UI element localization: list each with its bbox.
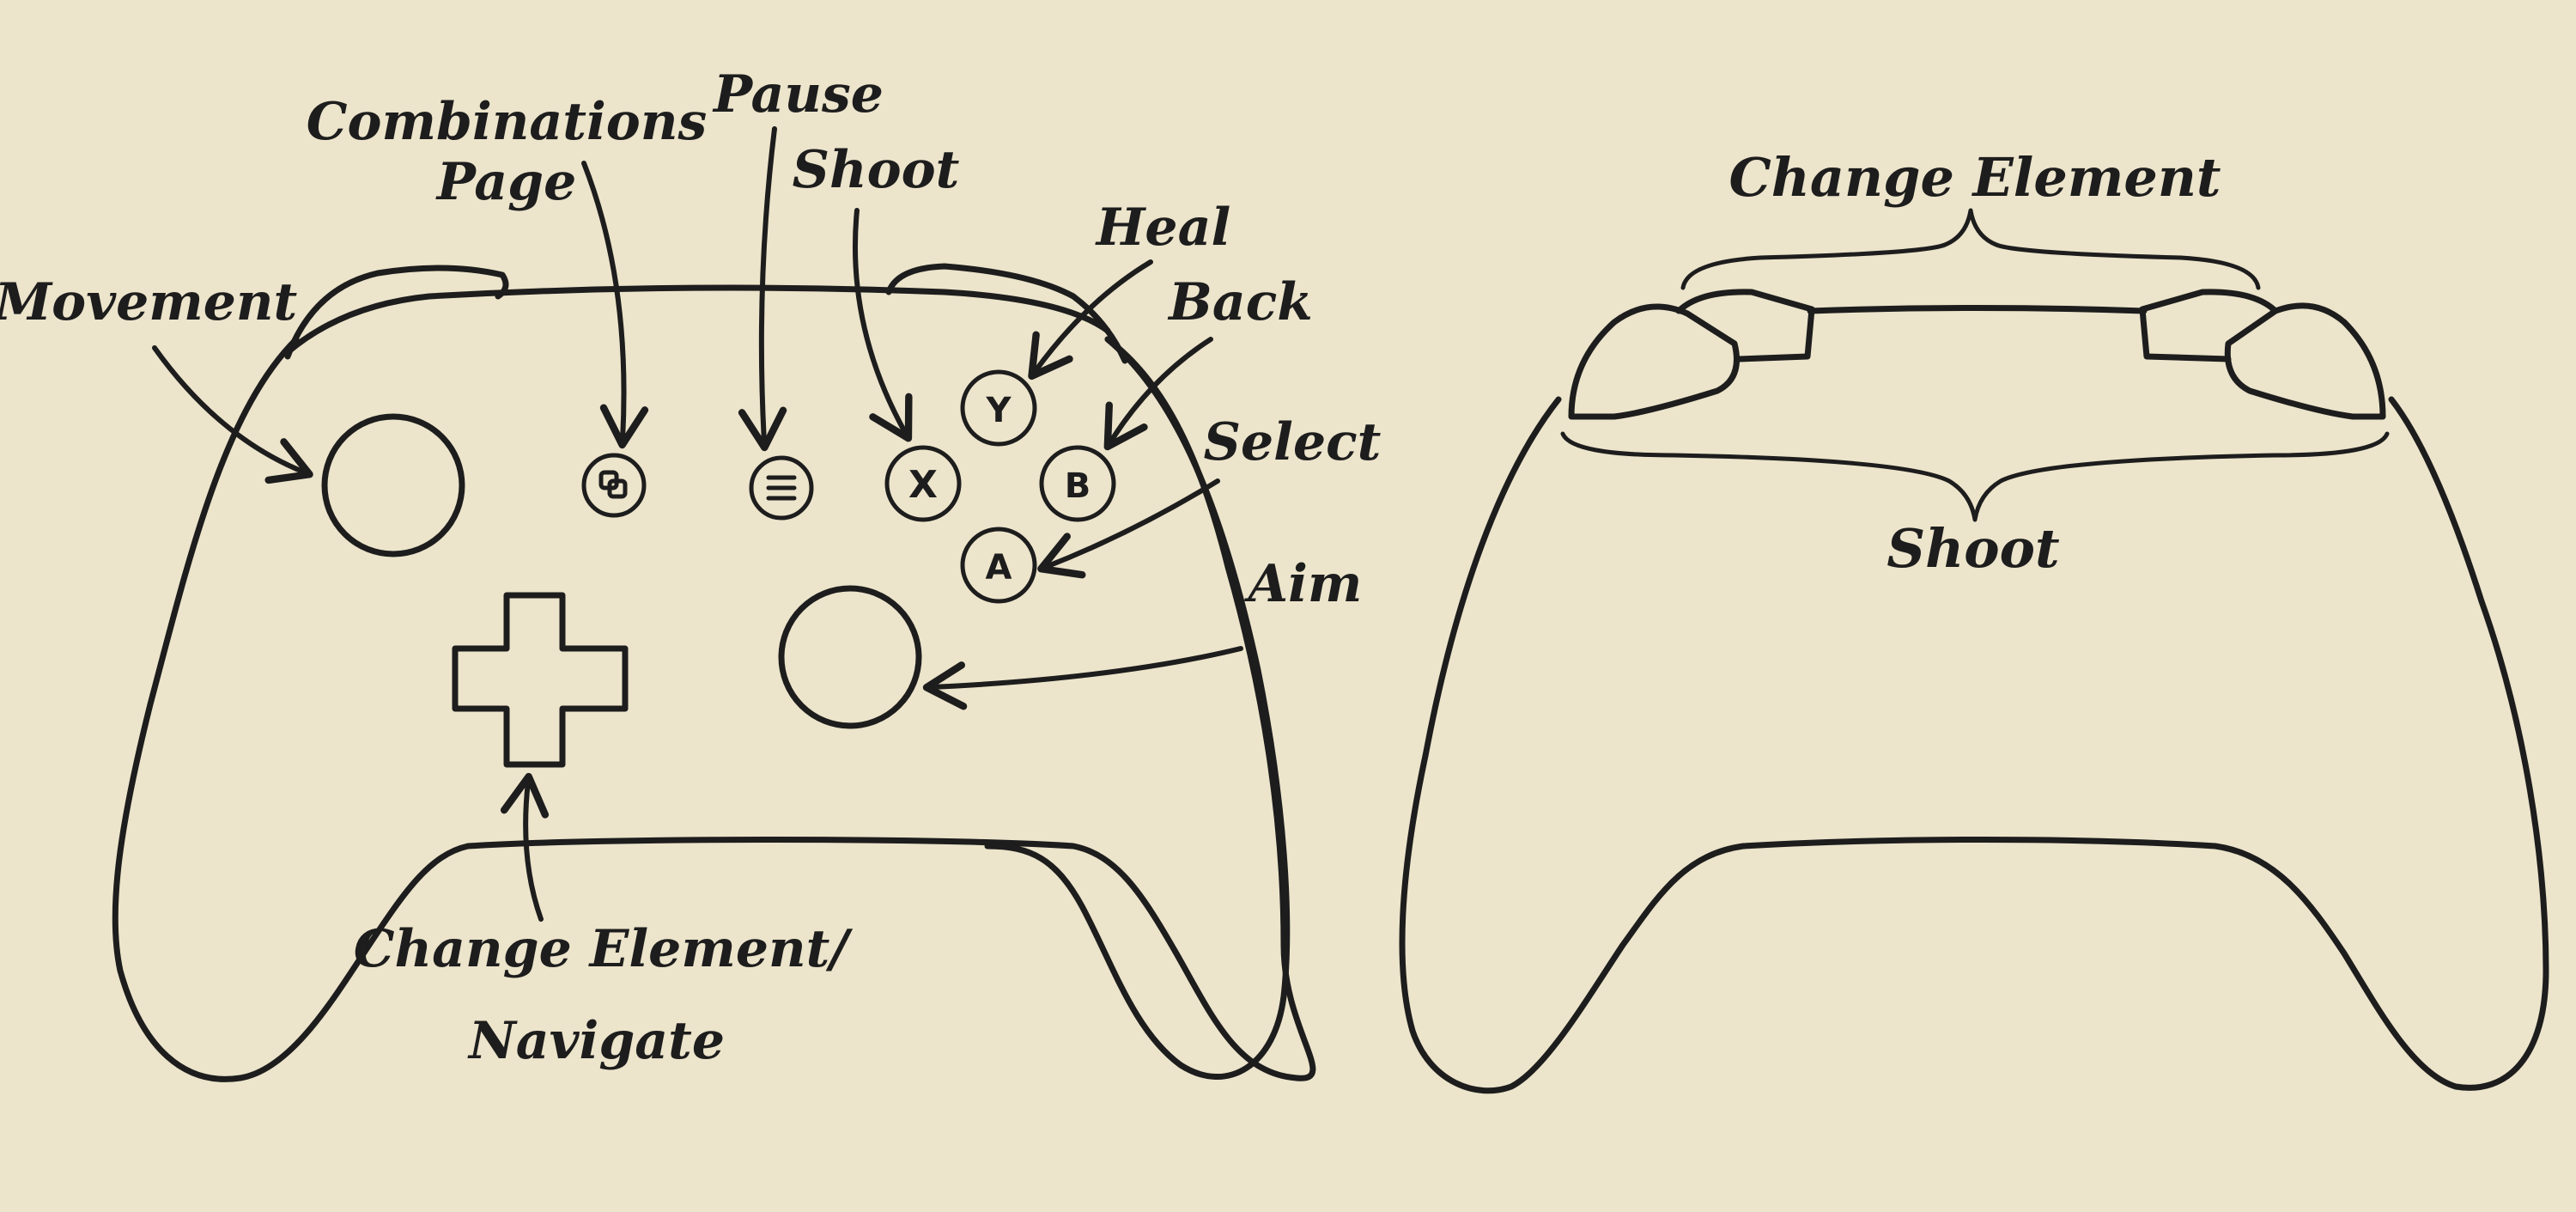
front-annotations: Combinations Page Pause Shoot Movement H…	[0, 64, 1382, 1071]
b-button: B	[1039, 445, 1116, 522]
brace-shoot	[1560, 431, 2390, 522]
right-trigger	[2224, 302, 2386, 420]
left-trigger	[1568, 303, 1740, 420]
left-bumper	[284, 265, 509, 360]
right-stick	[778, 585, 922, 729]
back-top-edge	[1807, 305, 2148, 314]
front-body-right	[984, 336, 1291, 1081]
arrow-combinations	[581, 161, 649, 449]
d-pad	[452, 592, 629, 768]
front-top-edge	[284, 284, 1111, 356]
y-button: Y	[960, 369, 1037, 447]
label-change-element-line1: Change Element/	[354, 919, 854, 979]
brace-change-element	[1680, 208, 2261, 290]
arrow-movement	[152, 345, 313, 484]
menu-icon	[766, 475, 797, 501]
y-button-label: Y	[986, 391, 1012, 430]
front-body-outline	[112, 336, 1316, 1082]
arrow-back	[1103, 337, 1213, 451]
back-annotations: Change Element Shoot	[1728, 146, 2221, 580]
left-stick	[321, 413, 465, 557]
arrow-select	[1037, 478, 1220, 579]
a-button-label: A	[986, 548, 1012, 588]
label-pause: Pause	[712, 64, 884, 125]
right-bumper	[885, 263, 1128, 364]
x-button: X	[884, 445, 962, 522]
view-button	[581, 453, 647, 518]
label-navigate-line2: Navigate	[467, 1011, 725, 1071]
label-change-element-back: Change Element	[1728, 146, 2221, 209]
menu-button	[749, 455, 814, 521]
label-shoot-front: Shoot	[793, 140, 960, 200]
label-aim: Aim	[1244, 554, 1363, 614]
back-controller	[1399, 208, 2549, 1094]
arrow-aim	[922, 646, 1243, 710]
x-button-label: X	[908, 463, 938, 507]
b-button-label: B	[1065, 466, 1091, 506]
arrow-pause	[738, 126, 787, 452]
label-combinations-line1: Combinations	[307, 92, 707, 152]
arrow-heal	[1028, 259, 1153, 381]
label-combinations-line2: Page	[435, 152, 577, 212]
right-bumper-back	[2139, 289, 2279, 362]
label-movement: Movement	[0, 272, 298, 332]
arrow-shoot	[852, 208, 913, 442]
arrow-dpad	[500, 772, 550, 922]
label-shoot-back: Shoot	[1886, 517, 2060, 580]
front-controller: X Y B A	[112, 263, 1316, 1082]
a-button: A	[960, 527, 1037, 604]
label-back: Back	[1167, 272, 1313, 332]
label-heal: Heal	[1095, 198, 1231, 258]
left-bumper-back	[1675, 289, 1815, 362]
label-select: Select	[1204, 412, 1382, 472]
back-body-outline	[1399, 396, 2549, 1094]
